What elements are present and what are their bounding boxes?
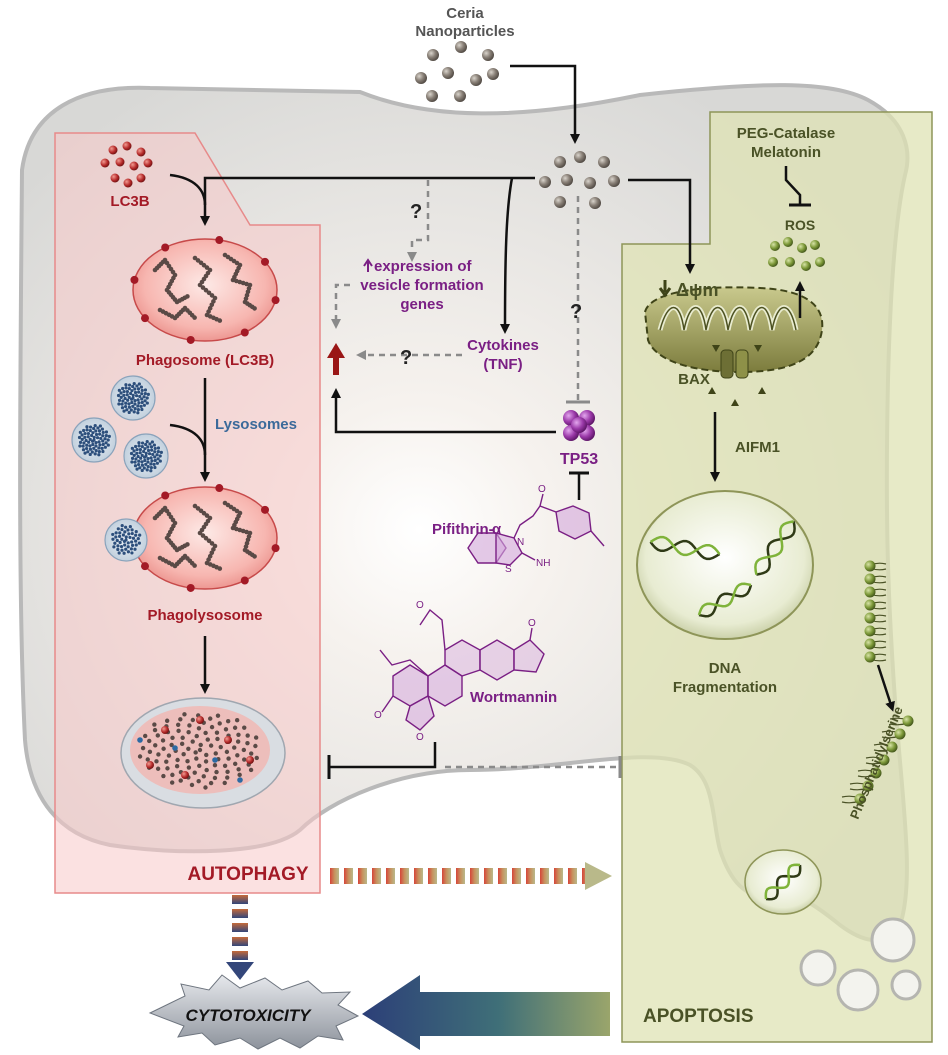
chem-o-wort2: O — [416, 732, 424, 743]
phagosome — [130, 236, 280, 344]
down-arrow-icon — [658, 280, 672, 298]
bax-channel — [708, 345, 766, 406]
question-mark-3: ? — [570, 301, 582, 323]
tp53-protein — [563, 410, 595, 441]
chem-o-wort1: O — [374, 710, 382, 721]
autophagy-label: AUTOPHAGY — [187, 864, 308, 885]
pifithrin-alpha-glyph: α — [492, 521, 502, 538]
chem-o-pifithrin: O — [538, 484, 546, 495]
small-up-arrow-icon — [363, 258, 373, 272]
lc3b-label: LC3B — [110, 193, 149, 210]
apoptosis-to-cytotoxicity-arrow — [362, 975, 610, 1050]
ceria-particles-inside — [539, 151, 620, 209]
aifm1-label: AIFM1 — [735, 439, 780, 456]
dashed-vesicle-to-up — [331, 283, 350, 329]
bax-label: BAX — [678, 371, 710, 388]
cytokines-label-line2: (TNF) — [483, 356, 522, 373]
nucleus — [636, 490, 814, 640]
ros-label: ROS — [785, 217, 815, 233]
tp53-label: TP53 — [560, 451, 598, 468]
arrow-tp53-to-increase — [331, 388, 556, 434]
lysosomes — [71, 375, 169, 479]
chem-o-wort4: O — [416, 600, 424, 611]
arrow-lc3b-to-phagosome — [169, 173, 207, 206]
cytotoxicity-label: CYTOTOXICITY — [185, 1006, 312, 1025]
phagolysosome — [104, 484, 280, 592]
delta-psi-label: Δψm — [676, 280, 719, 300]
apoptosis-label: APOPTOSIS — [643, 1006, 754, 1027]
vesicle-genes-line3: genes — [400, 296, 443, 313]
ros-particles — [768, 237, 825, 271]
chem-o-wort3: O — [528, 618, 536, 629]
phospholipids-inner — [864, 560, 887, 663]
question-mark-1: ? — [410, 201, 422, 223]
arrow-lysosomes-join — [169, 423, 207, 456]
pifithrin-label: Pifithrin- — [432, 521, 494, 538]
chem-nh: NH — [536, 558, 550, 569]
phagosome-label: Phagosome (LC3B) — [136, 352, 274, 369]
wortmannin-inhibit-autophagy — [330, 742, 437, 769]
arrow-ceria-entry — [510, 64, 580, 144]
arrow-to-cytokines — [500, 177, 514, 334]
arrow-to-mitochondrion — [628, 178, 695, 274]
peg-label-line2: Melatonin — [751, 144, 821, 161]
question-mark-2: ? — [400, 347, 412, 369]
arrow-flip-lipids — [876, 664, 895, 712]
cytotoxicity-burst — [148, 974, 360, 1050]
increase-arrow — [327, 343, 345, 375]
apoptotic-nucleus — [744, 849, 822, 915]
autophagy-to-cytotoxicity-arrow — [226, 895, 254, 980]
phagolysosome-label: Phagolysosome — [147, 607, 262, 624]
vesicle-genes-line1: expression of — [374, 258, 473, 275]
dashed-to-vesicle-genes — [407, 180, 430, 262]
ceria-label-line2: Nanoparticles — [415, 23, 514, 40]
peg-label-line1: PEG-Catalase — [737, 125, 835, 142]
wortmannin-label: Wortmannin — [470, 689, 557, 706]
cytokines-label-line1: Cytokines — [467, 337, 539, 354]
ceria-particles-outside — [415, 41, 499, 102]
chem-s: S — [505, 564, 512, 575]
mitochondrion — [643, 286, 824, 374]
phospholipids-outer — [841, 715, 914, 805]
chem-n: N — [517, 537, 524, 548]
autophagy-to-apoptosis-arrow — [330, 862, 612, 890]
lysosomes-label: Lysosomes — [215, 416, 297, 433]
autolysosome — [120, 697, 286, 809]
pifithrin-molecule — [467, 493, 605, 566]
vesicle-genes-line2: vesicle formation — [360, 277, 483, 294]
arrow-to-phagosome — [200, 176, 535, 226]
dna-label-line1: DNA — [709, 660, 742, 677]
dna-label-line2: Fragmentation — [673, 679, 777, 696]
lc3b-particles — [100, 141, 153, 188]
ceria-label-line1: Ceria — [446, 5, 484, 22]
peg-inhibit-line — [784, 166, 802, 205]
wortmannin-molecule — [379, 608, 545, 731]
apoptotic-bodies — [799, 917, 922, 1012]
